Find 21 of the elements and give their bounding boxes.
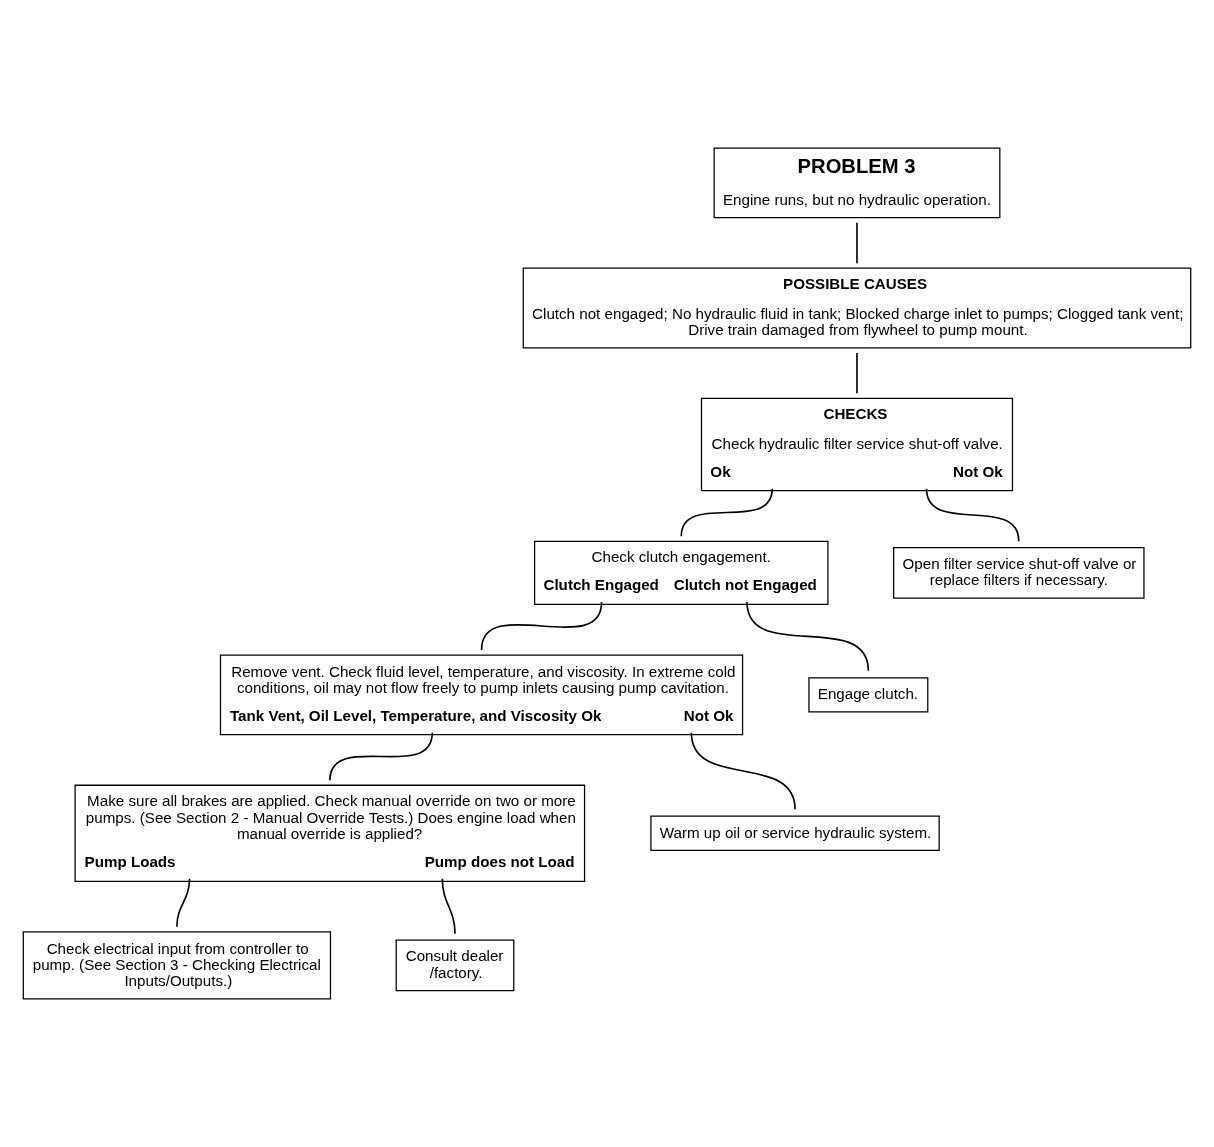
node-box: Check electrical input from controller to pump. (See Section 3 - Checking Electrical Inputs/Outputs.): [22, 931, 332, 1000]
node-box: Engage clutch.: [808, 677, 929, 713]
connector: [680, 488, 774, 538]
node-box: Make sure all brakes are applied. Check manual override on two or more pumps. (See Section 2 - Manual Override Tests.) Does engine load when manual override is applied? Pump Loads Pump does not Load: [74, 784, 586, 882]
connector: [441, 877, 456, 935]
node-box: Remove vent. Check fluid level, temperature, and viscosity. In extreme cold conditions, oil may not flow freely to pump inlets causing pump cavitation. Tank Vent, Oil Level, Temperature, and Viscosity Ok Not Ok: [219, 654, 744, 736]
connector: [690, 731, 796, 811]
node-box: Consult dealer/factory.: [395, 939, 515, 992]
connector: [856, 221, 858, 264]
connector: [329, 731, 434, 781]
connector: [746, 601, 870, 672]
connector: [480, 601, 603, 651]
node-box: CHECKS Check hydraulic filter service shut-off valve. Ok Not Ok: [700, 397, 1014, 492]
connector: [856, 352, 858, 395]
node-box: Check clutch engagement. Clutch Engaged Clutch not Engaged: [534, 540, 829, 606]
node-box: POSSIBLE CAUSES Clutch not engaged; No hydraulic fluid in tank; Blocked charge inlet to pumps; Clogged tank vent; Drive train damaged from flywheel to pump mount.: [522, 267, 1192, 349]
node-box: Open filter service shut-off valve or replace filters if necessary.: [893, 546, 1145, 599]
node-box: PROBLEM 3 Engine runs, but no hydraulic operation.: [713, 147, 1001, 219]
connector: [176, 877, 191, 928]
connector: [925, 488, 1020, 543]
node-box: Warm up oil or service hydraulic system.: [650, 815, 940, 851]
